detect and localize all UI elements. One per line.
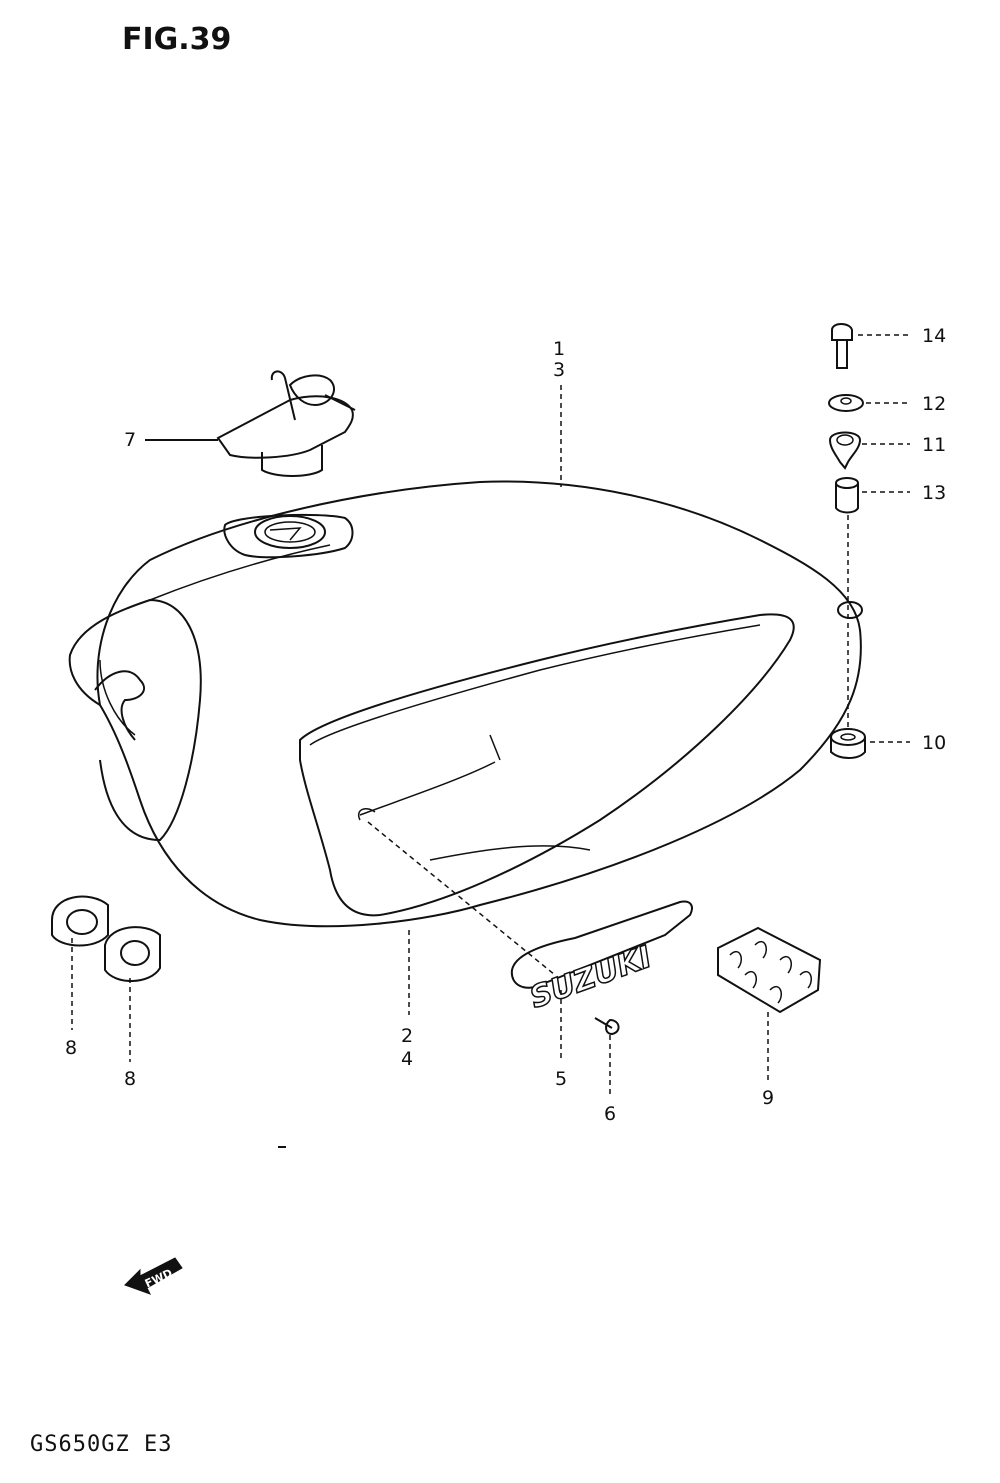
callout-5: 5 (555, 1068, 567, 1090)
grommet (828, 431, 862, 470)
callout-8b: 8 (124, 1068, 136, 1090)
callout-9: 9 (762, 1087, 774, 1109)
callout-10: 10 (922, 732, 946, 754)
bolt (831, 323, 853, 369)
emblem-text: SUZUKI (525, 940, 656, 1016)
screw (594, 1017, 620, 1036)
callout-1: 1 (553, 338, 565, 360)
collar (835, 477, 859, 514)
rubber-cushion-b (104, 926, 161, 982)
callout-12: 12 (922, 393, 946, 415)
callout-14: 14 (922, 325, 946, 347)
forward-direction-arrow-icon: FWD (124, 1257, 183, 1295)
model-code: GS650GZ E3 (30, 1432, 173, 1457)
fuel-tank (68, 480, 863, 928)
emblem: SUZUKI (510, 900, 693, 1017)
fuel-cap (216, 370, 356, 477)
callout-3: 3 (553, 359, 565, 381)
callout-7: 7 (124, 429, 136, 451)
callout-2: 2 (401, 1025, 413, 1047)
callout-13: 13 (922, 482, 946, 504)
callout-8a: 8 (65, 1037, 77, 1059)
leader-lines (71, 334, 910, 1095)
rubber-cushion-a (51, 895, 109, 947)
callout-4: 4 (401, 1048, 413, 1070)
cushion-rubber (830, 728, 866, 759)
figure-title: FIG.39 (122, 22, 232, 57)
knee-grip-pad (717, 926, 822, 1014)
washer (828, 394, 864, 412)
callout-11: 11 (922, 434, 946, 456)
callout-6: 6 (604, 1103, 616, 1125)
